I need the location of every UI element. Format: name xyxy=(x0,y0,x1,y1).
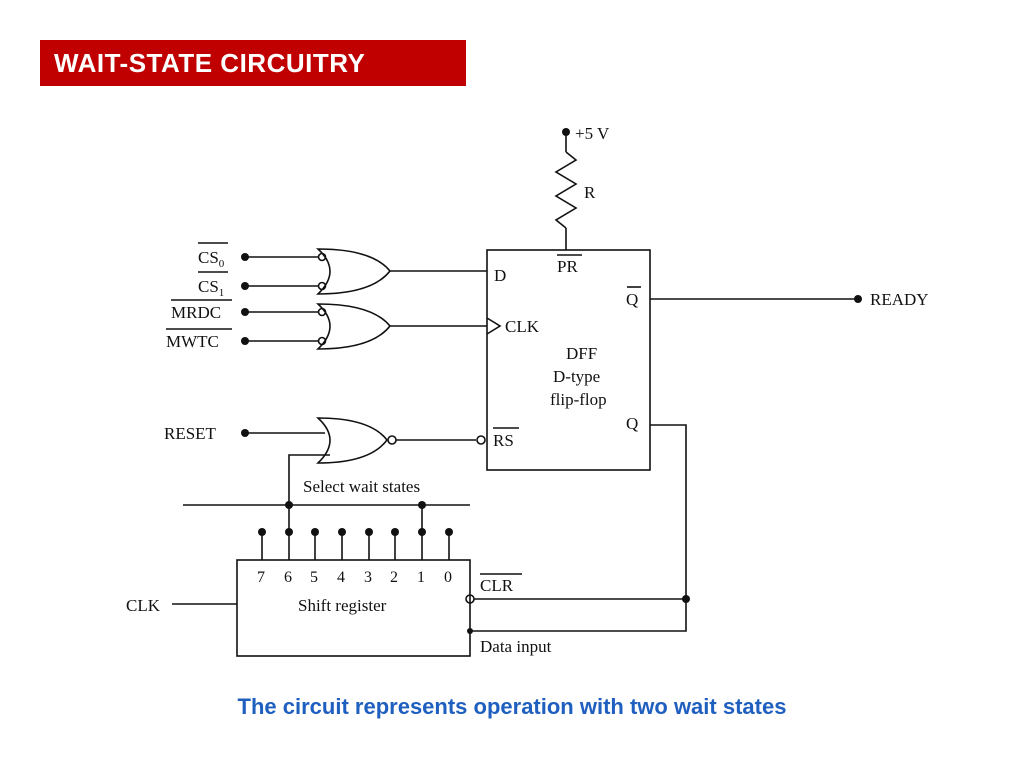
bit-label: 7 xyxy=(257,569,265,586)
mrdc-label: MRDC xyxy=(171,303,221,322)
pin-d-label: D xyxy=(494,266,506,285)
supply-label: +5 V xyxy=(575,124,610,143)
mwtc-bubble xyxy=(317,336,327,346)
dff-name: DFF xyxy=(566,344,597,363)
reset-label: RESET xyxy=(164,424,217,443)
shift-register-box xyxy=(236,559,471,657)
pin-qbar-label: Q xyxy=(626,290,638,309)
resistor-label: R xyxy=(584,183,596,202)
clk-input-label: CLK xyxy=(126,596,161,615)
cs1-bubble xyxy=(317,281,327,291)
pin-pr-label: PR xyxy=(557,257,578,276)
nor-input2-wire xyxy=(288,454,330,505)
bit-label: 0 xyxy=(444,569,452,586)
title-banner: WAIT-STATE CIRCUITRY xyxy=(40,40,466,86)
cs1-label: CS1 xyxy=(198,277,224,299)
select-wait-states-label: Select wait states xyxy=(303,477,420,496)
nor-gate-reset xyxy=(315,417,389,464)
shift-register-name: Shift register xyxy=(298,596,387,615)
mwtc-label: MWTC xyxy=(166,332,219,351)
resistor xyxy=(554,151,578,229)
bit-label: 5 xyxy=(310,569,318,586)
bit-label: 3 xyxy=(364,569,372,586)
bit-label: 1 xyxy=(417,569,425,586)
pin-q-label: Q xyxy=(626,414,638,433)
pin-clk-label: CLK xyxy=(505,317,540,336)
clk-edge-marker xyxy=(486,317,502,335)
bit-label: 6 xyxy=(284,569,292,586)
dff-type: D-type xyxy=(553,367,600,386)
data-input-label: Data input xyxy=(480,637,552,656)
rs-bubble xyxy=(476,435,486,445)
clr-label: CLR xyxy=(480,576,514,595)
pin-rs-label: RS xyxy=(493,431,514,450)
ready-label: READY xyxy=(870,290,929,309)
bit-label: 2 xyxy=(390,569,398,586)
cs0-label: CS0 xyxy=(198,248,225,270)
dff-desc: flip-flop xyxy=(550,390,607,409)
or-gate-cs xyxy=(315,248,392,295)
cs0-bubble xyxy=(317,252,327,262)
shift-register-bit-labels: 7 6 5 4 3 2 1 0 xyxy=(257,569,452,586)
caption: The circuit represents operation with tw… xyxy=(237,694,787,719)
mrdc-bubble xyxy=(317,307,327,317)
or-gate-cmd xyxy=(315,303,392,350)
nor-bubble xyxy=(387,435,397,445)
q-feedback-wire xyxy=(470,424,687,632)
dff-box xyxy=(486,249,651,471)
bit-label: 4 xyxy=(337,569,345,586)
page-title: WAIT-STATE CIRCUITRY xyxy=(54,48,366,78)
